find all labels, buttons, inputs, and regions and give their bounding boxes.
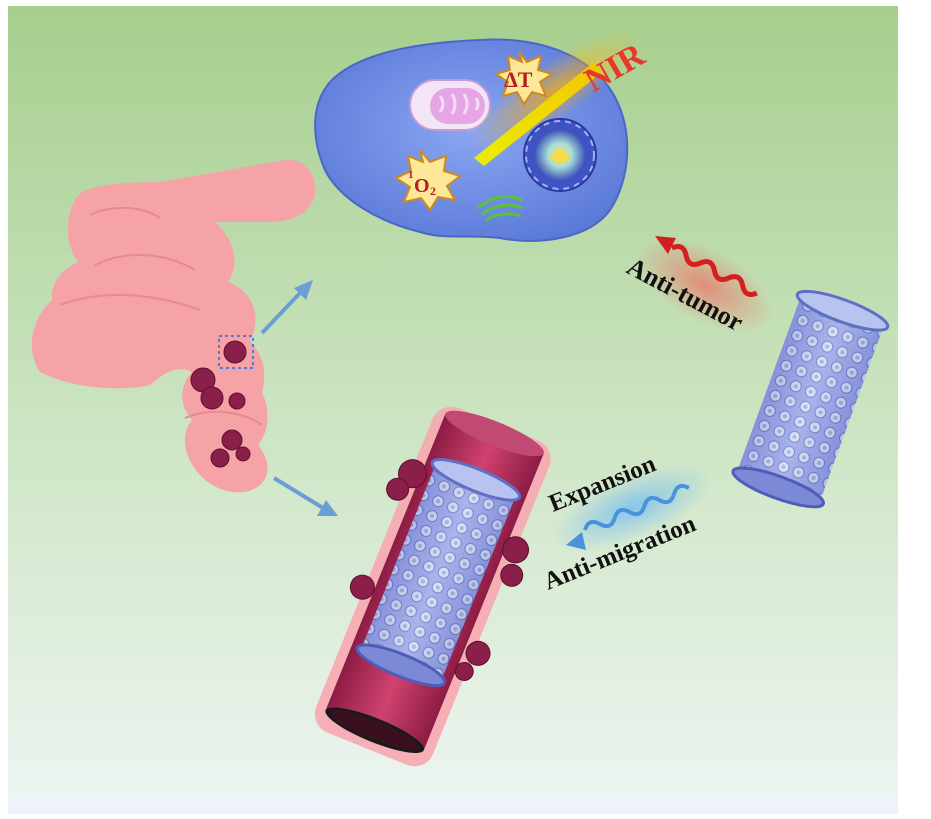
colon-fold-2 [94, 253, 196, 271]
golgi-icon [477, 194, 523, 222]
singlet-oxygen-sup: 1 [408, 169, 414, 181]
arrow-up-line [260, 291, 302, 335]
singlet-oxygen-label: O [414, 175, 430, 197]
colon-fold-3 [59, 293, 201, 311]
mitochondrion-icon [409, 79, 491, 131]
delta-t-label: ΔT [504, 67, 533, 92]
colon-illustration [31, 159, 316, 493]
singlet-oxygen-sub: 2 [430, 184, 436, 198]
stent-in-colon [314, 406, 551, 767]
arrow-up-head [294, 280, 313, 300]
tumor-5 [221, 429, 243, 451]
colon-fold-4 [184, 410, 263, 426]
arrow-down-line [272, 476, 325, 510]
arrow-down-head [317, 500, 338, 516]
blue-wavy-arrow [583, 483, 690, 531]
tumor-6 [210, 448, 230, 468]
nir-beam [470, 29, 640, 166]
colon-tumors [190, 340, 251, 468]
flow-arrows [260, 280, 338, 516]
nucleus-icon [523, 118, 597, 192]
panel-bottom-band [8, 796, 898, 814]
blue-arrow-head [566, 532, 586, 550]
lumen-tumors [349, 459, 530, 681]
singlet-oxygen-starburst-icon [393, 149, 463, 212]
red-arrow-head [655, 236, 676, 254]
red-wavy-arrow [671, 244, 758, 297]
stent-device-right [731, 289, 890, 509]
tumor-7 [235, 446, 251, 462]
tumor-4 [228, 392, 246, 410]
colon-body [31, 159, 316, 493]
tumor-1 [223, 340, 247, 364]
colon-fold-1 [89, 206, 161, 219]
tumor-3 [200, 386, 224, 410]
heat-starburst-icon [493, 51, 555, 106]
tumor-highlight-box [218, 335, 254, 369]
